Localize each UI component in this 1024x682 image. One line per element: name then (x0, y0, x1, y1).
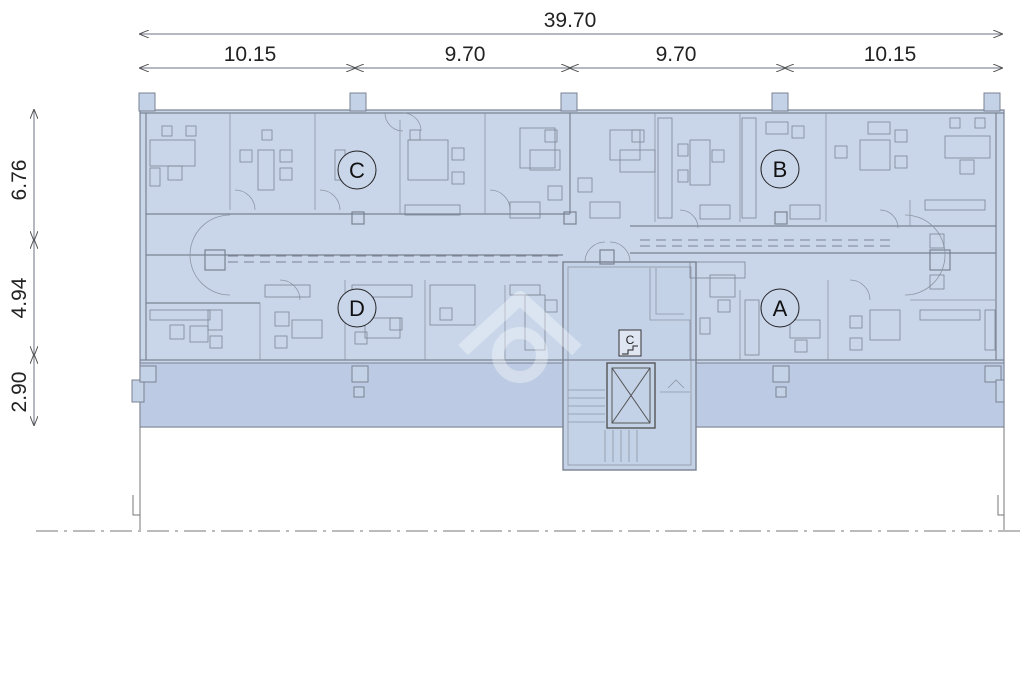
segment-3-label: 9.70 (656, 43, 697, 66)
depth-3-label: 2.90 (8, 372, 31, 413)
zone-marker-d: D (337, 288, 377, 328)
zone-marker-a: A (760, 288, 800, 328)
depth-2-label: 4.94 (8, 277, 31, 318)
svg-text:D: D (349, 296, 365, 321)
stair-core (562, 261, 697, 471)
elevator-icon (606, 362, 656, 429)
depth-1-label: 6.76 (8, 160, 31, 201)
segment-2-label: 9.70 (445, 43, 486, 66)
top-dimensions: 39.70 10.15 9.70 9.70 10.15 (140, 9, 1002, 68)
facade-pillars (131, 92, 1005, 403)
walls (140, 112, 1004, 361)
zone-marker-c: C (337, 150, 377, 190)
stair-sign-label: C (626, 333, 635, 347)
svg-text:B: B (773, 157, 788, 182)
zone-marker-b: B (760, 149, 800, 189)
segment-4-label: 10.15 (864, 43, 917, 66)
section-lines (36, 427, 1024, 532)
stair-sign-icon: C (618, 329, 642, 357)
stair-details (568, 268, 691, 462)
watermark-logo-icon (458, 291, 582, 383)
segment-1-label: 10.15 (224, 43, 277, 66)
total-width-label: 39.70 (544, 9, 597, 32)
svg-text:C: C (349, 158, 365, 183)
left-dimensions: 6.76 4.94 2.90 (8, 110, 34, 425)
svg-text:A: A (773, 296, 788, 321)
